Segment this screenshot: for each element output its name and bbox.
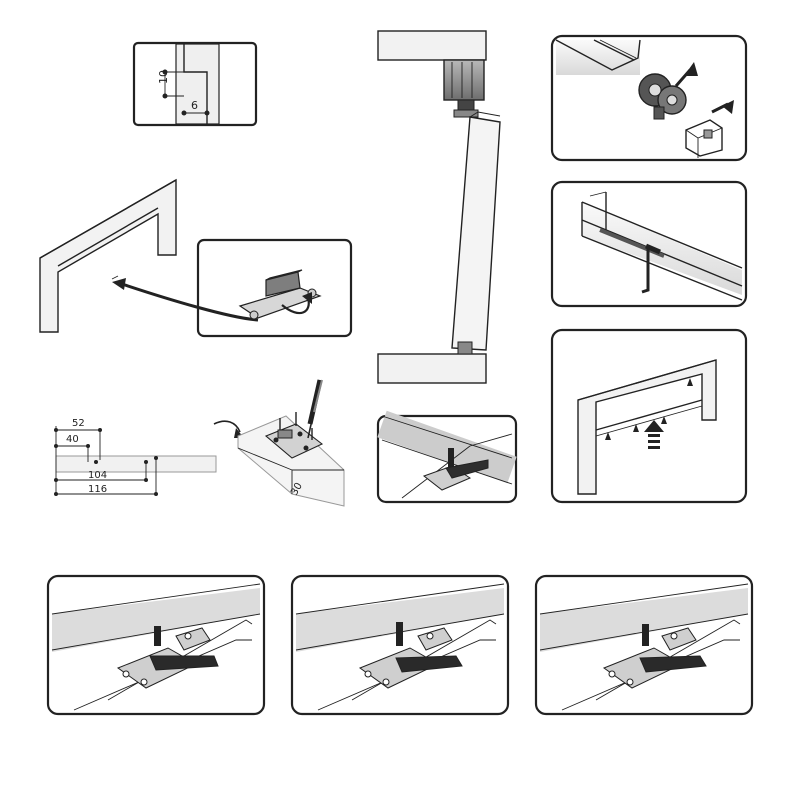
dim-116-label: 116 xyxy=(88,484,107,495)
dimension-drawing: 52 40 104 116 xyxy=(54,418,217,496)
frame-stopper-panel xyxy=(39,178,353,338)
notch-width-label: 6 xyxy=(191,99,198,112)
screw-markers xyxy=(605,378,693,440)
door-assembly-panel xyxy=(377,30,501,384)
roller-carriage-panel xyxy=(550,34,748,162)
rail-hex-key-panel xyxy=(550,180,748,308)
dim-52-label: 52 xyxy=(72,418,85,429)
frame-screws-panel xyxy=(550,328,748,504)
dim-40-label: 40 xyxy=(66,434,79,445)
bottom-panel-3 xyxy=(534,574,754,716)
push-up-arrow-icon xyxy=(644,420,664,449)
dim-104-label: 104 xyxy=(88,470,107,481)
notch-detail-panel: 10 6 xyxy=(132,41,258,127)
notch-height-label: 10 xyxy=(157,70,170,84)
door-bottom-guide-install: 30 xyxy=(213,379,345,507)
bottom-panel-1 xyxy=(46,574,266,716)
bottom-panel-2 xyxy=(290,574,510,716)
floor-guide-small-panel xyxy=(376,410,518,504)
